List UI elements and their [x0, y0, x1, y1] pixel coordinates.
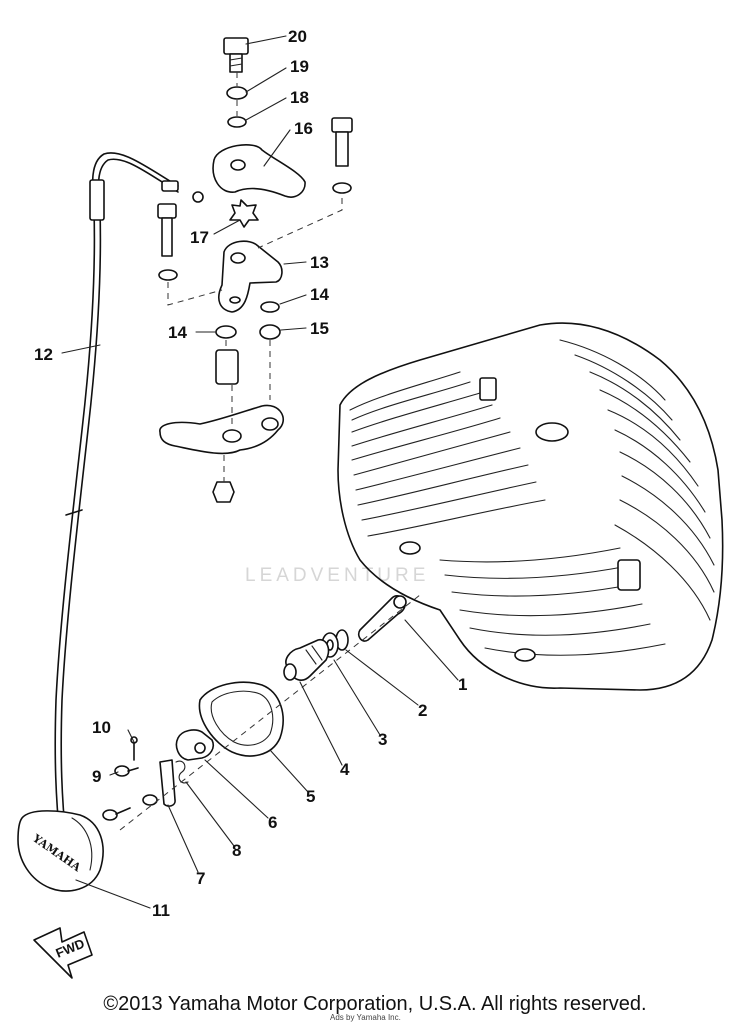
callout-8: 8 [232, 841, 241, 860]
spring-8 [175, 760, 189, 784]
leader-lines [61, 35, 459, 909]
fwd-arrow: FWD [33, 927, 93, 979]
callout-20: 20 [288, 27, 307, 46]
nut-19 [226, 86, 248, 100]
callout-2: 2 [418, 701, 427, 720]
pin-7 [159, 759, 176, 807]
cylinder-head [337, 322, 724, 691]
lever-6 [175, 729, 215, 761]
footer-small-text: Ads by Yamaha Inc. [330, 1013, 401, 1022]
lever-16 [212, 144, 306, 198]
bolt-left [157, 203, 177, 219]
washer-18 [227, 116, 247, 128]
callout-17: 17 [190, 228, 209, 247]
cable-12 [54, 152, 204, 841]
washer-14-left [215, 325, 237, 339]
star-washer-17 [229, 199, 259, 228]
callout-13: 13 [310, 253, 329, 272]
copyright-footer: ©2013 Yamaha Motor Corporation, U.S.A. A… [103, 993, 647, 1015]
cap-11: YAMAHA [17, 810, 104, 892]
washer-14-right [260, 301, 280, 313]
callout-11: 11 [152, 901, 170, 920]
bolt-right [331, 117, 353, 133]
callout-5: 5 [306, 787, 315, 806]
bolt-20 [223, 37, 249, 73]
callout-16: 16 [294, 119, 313, 138]
watermark: LEADVENTURE [245, 565, 429, 586]
callout-9: 9 [92, 767, 101, 786]
callout-10: 10 [92, 718, 111, 737]
callout-14-right: 14 [310, 285, 329, 304]
nut-bottom [212, 481, 235, 503]
screw-10 [130, 736, 138, 761]
screw-9 [114, 765, 139, 777]
callout-12: 12 [34, 345, 53, 364]
holder-4 [283, 638, 330, 681]
nut-15 [259, 324, 281, 340]
callout-6: 6 [268, 813, 277, 832]
rocker-arm [159, 404, 284, 455]
callout-3: 3 [378, 730, 387, 749]
callout-15: 15 [310, 319, 329, 338]
callout-19: 19 [290, 57, 309, 76]
callout-7: 7 [196, 869, 205, 888]
collar [215, 349, 239, 385]
shaft-1 [357, 595, 407, 642]
callout-18: 18 [290, 88, 309, 107]
callout-1: 1 [458, 675, 467, 694]
gasket-5 [198, 681, 284, 757]
callout-4: 4 [340, 760, 350, 779]
callout-14-left: 14 [168, 323, 187, 342]
